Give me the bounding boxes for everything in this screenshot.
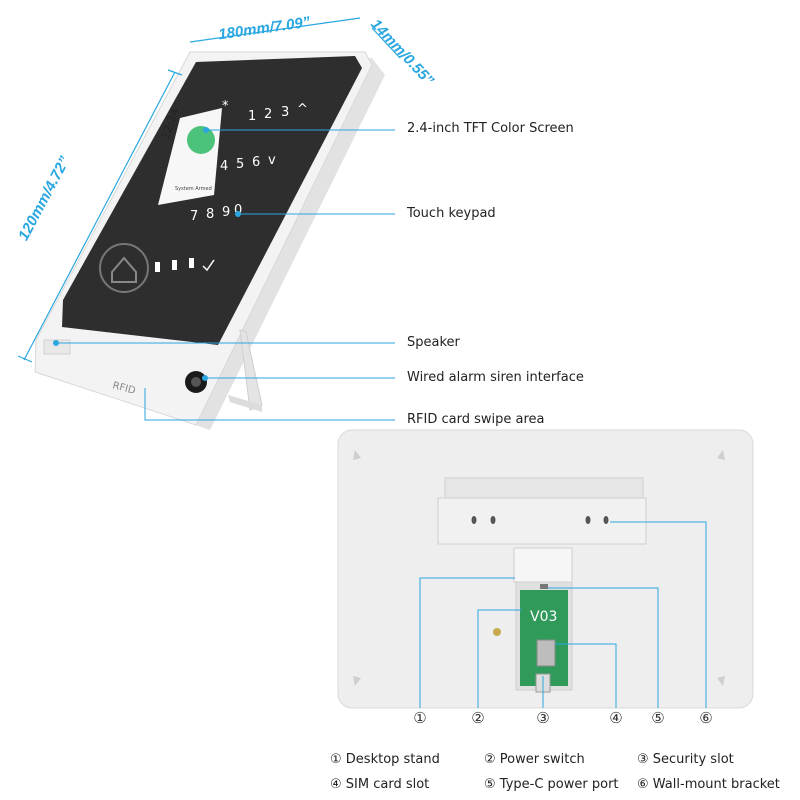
width-dimension-line	[189, 17, 361, 43]
legend-sim-card-slot: ④ SIM card slot	[330, 777, 430, 792]
front-callout-lines	[53, 127, 395, 421]
key-star[interactable]: *	[222, 99, 229, 114]
key-5[interactable]: 5	[236, 157, 244, 172]
key-6[interactable]: 6	[252, 155, 260, 170]
house-icon	[111, 256, 137, 283]
key-down[interactable]: v	[268, 153, 276, 168]
home-logo-icon	[99, 243, 149, 293]
key-8[interactable]: 8	[206, 207, 214, 222]
corner-screw	[717, 450, 725, 460]
depth-dimension-line	[371, 27, 401, 59]
key-7[interactable]: 7	[190, 209, 198, 224]
board-label: V03	[530, 609, 557, 625]
legend-type-c-port: ⑤ Type-C power port	[484, 777, 619, 792]
function-key-icon[interactable]	[172, 260, 177, 270]
legend-power-switch: ② Power switch	[484, 752, 585, 767]
key-4[interactable]: 4	[220, 159, 228, 174]
corner-screw	[353, 676, 361, 686]
wall-mount-bracket	[437, 497, 647, 545]
key-0[interactable]: 0	[234, 203, 242, 218]
callout-siren-interface: Wired alarm siren interface	[407, 370, 584, 385]
back-device: V03	[337, 429, 754, 709]
desktop-stand-back	[513, 547, 573, 583]
check-icon[interactable]	[202, 259, 215, 272]
corner-screw	[353, 450, 361, 460]
marker-6: ⑥	[699, 709, 713, 727]
dimension-lines	[17, 17, 401, 363]
key-up[interactable]: ^	[297, 102, 308, 117]
security-slot	[540, 584, 548, 589]
function-keys[interactable]	[155, 258, 215, 272]
screen-status-icon	[187, 126, 215, 154]
key-3[interactable]: 3	[281, 105, 289, 120]
key-1[interactable]: 1	[248, 109, 256, 124]
callout-rfid-area: RFID card swipe area	[407, 412, 545, 427]
callout-screen: 2.4-inch TFT Color Screen	[407, 121, 574, 136]
marker-5: ⑤	[651, 709, 665, 727]
back-callout-lines	[419, 521, 707, 708]
function-key-icon[interactable]	[189, 258, 194, 268]
pcb-board	[520, 590, 568, 686]
legend-wall-mount-bracket: ⑥ Wall-mount bracket	[637, 777, 780, 792]
corner-screw	[717, 676, 725, 686]
screw	[493, 628, 501, 636]
callout-keypad: Touch keypad	[407, 206, 496, 221]
height-dimension-line	[23, 71, 176, 361]
marker-3: ③	[536, 709, 550, 727]
screen-status-text: System Armed	[175, 186, 212, 192]
legend-security-slot: ③ Security slot	[637, 752, 734, 767]
callout-speaker: Speaker	[407, 335, 460, 350]
marker-1: ①	[413, 709, 427, 727]
sim-slot	[536, 639, 556, 667]
front-device: 12:34 System Armed 1 2 3 ^ 4 5 6 v 7 8 9…	[34, 51, 385, 430]
key-9[interactable]: 9	[222, 205, 230, 220]
legend-desktop-stand: ① Desktop stand	[330, 752, 440, 767]
marker-2: ②	[471, 709, 485, 727]
key-2[interactable]: 2	[264, 107, 272, 122]
marker-4: ④	[609, 709, 623, 727]
function-key-icon[interactable]	[155, 262, 160, 272]
bracket-top	[444, 477, 644, 499]
